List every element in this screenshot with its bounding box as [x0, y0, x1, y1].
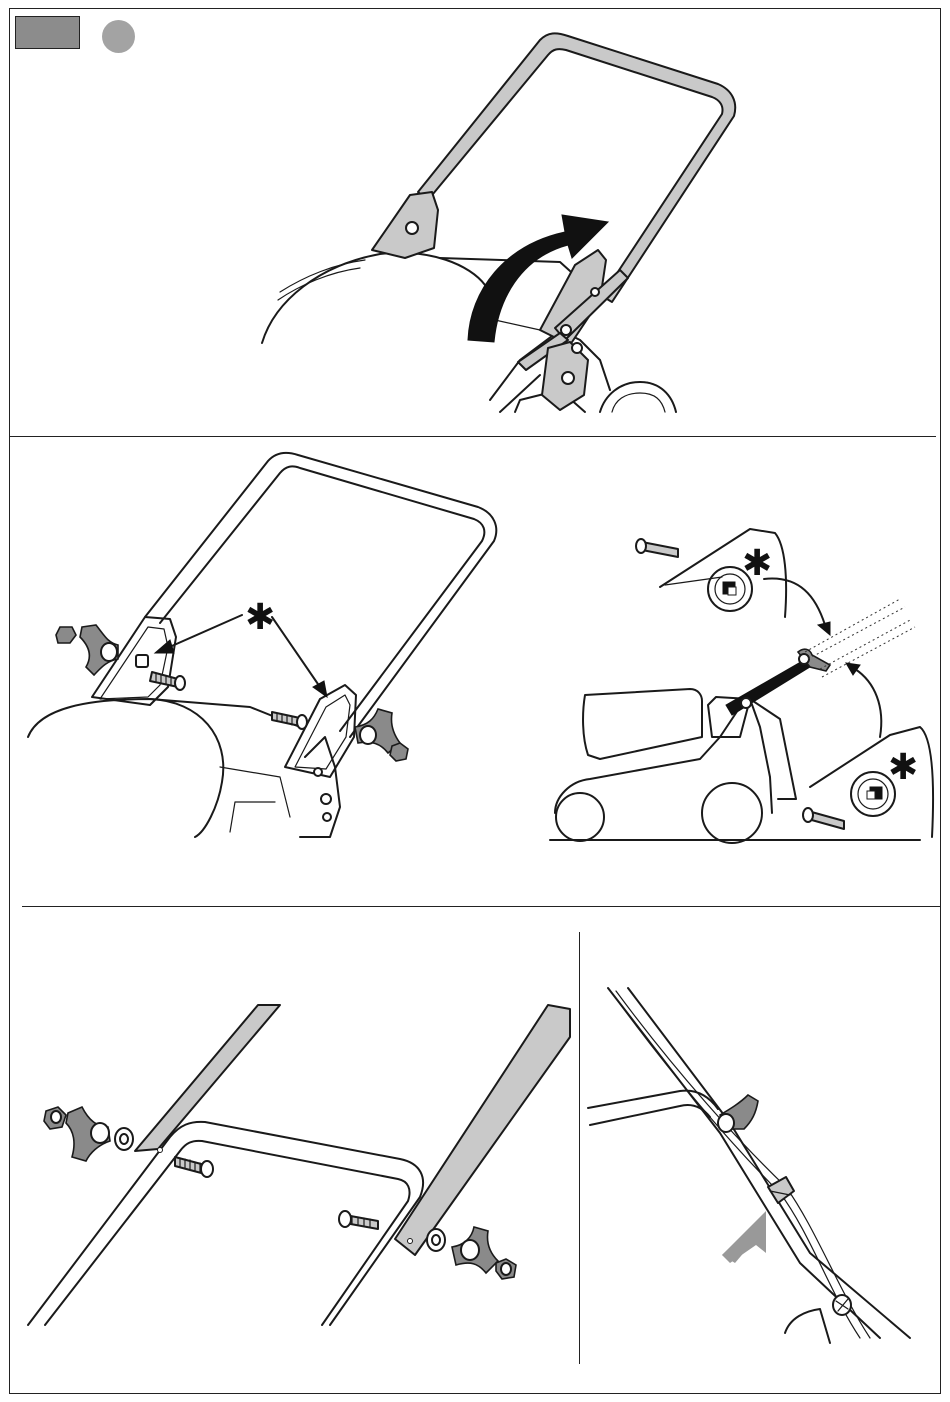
- panel-fasten-knobs: [0, 907, 578, 1337]
- mower-side-view: [555, 689, 796, 843]
- bolt-lower-left: [175, 1157, 213, 1177]
- bolt-lower-right: [339, 1211, 378, 1229]
- panel-unfold-handle: [0, 0, 950, 436]
- asterisk-text: ✱: [245, 597, 275, 638]
- asterisk-icon-lower: ✱: [888, 747, 918, 788]
- panel-height-positions: ✱ ✱: [540, 437, 940, 847]
- handle-side-view: [726, 599, 915, 715]
- push-arrow-icon: [722, 1211, 766, 1263]
- wing-knob-lower-right: [427, 1227, 516, 1279]
- wing-knob-lower-left: [44, 1107, 133, 1161]
- bolt-right: [272, 712, 307, 729]
- handle-frame-outline: [145, 453, 496, 737]
- right-bracket: [518, 250, 628, 410]
- handle-frame: [418, 33, 735, 302]
- wing-knob-left: [56, 625, 118, 675]
- mower-body-2: [28, 699, 300, 837]
- panel-cable-clip: [580, 933, 940, 1363]
- handle-bar-diagonal: [608, 988, 910, 1338]
- asterisk-icon: ✱: [245, 597, 275, 638]
- asterisk-text-lower: ✱: [888, 747, 918, 788]
- curved-arrows: [764, 579, 881, 737]
- knob-upper: [718, 1095, 758, 1132]
- left-bracket: [372, 192, 438, 258]
- wing-knob-right: [355, 709, 408, 761]
- right-bracket-2: [285, 685, 356, 837]
- knob-lower: [785, 1295, 851, 1343]
- handle-crossbar: [588, 1091, 718, 1125]
- cable-clip-icon: [768, 1177, 794, 1203]
- panel-insert-bolts: ✱: [0, 437, 520, 847]
- handle-frame-lower: [28, 1005, 570, 1325]
